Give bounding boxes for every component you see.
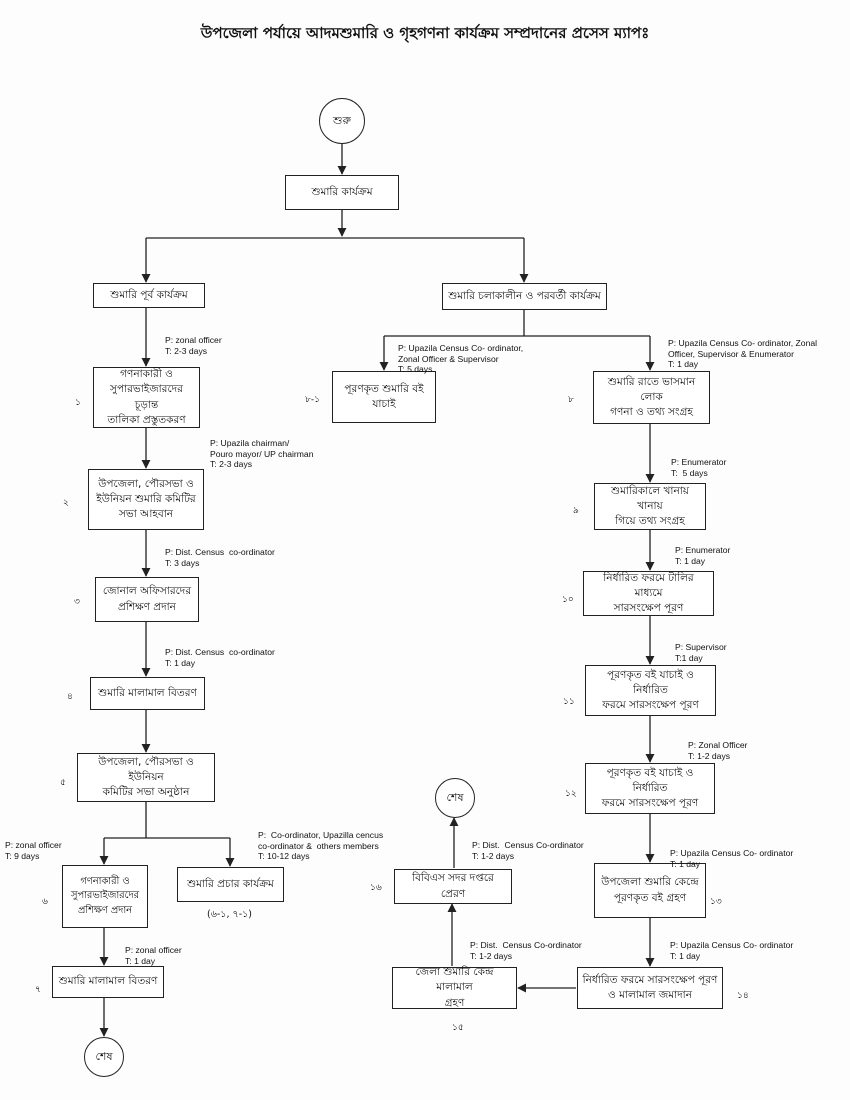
annotation: P: Upazila Census Co- ordinator T: 1 day [670, 848, 794, 869]
annotation: P: Upazila chairman/ Pouro mayor/ UP cha… [210, 438, 314, 470]
during-census-box: শুমারি চলাকালীন ও পরবর্তী কার্যক্রম [442, 283, 607, 310]
page-title: উপজেলা পর্যায়ে আদমশুমারি ও গৃহগণনা কার্… [200, 24, 650, 42]
step-11-box: পূরণকৃত বই যাচাই ও নির্ধারিত ফরমে সারসংক… [585, 665, 716, 716]
step-number: ১৬ [370, 883, 382, 893]
step-number: ৮-১ [305, 395, 320, 405]
step-number: ১৫ [452, 1023, 464, 1033]
step-13-box: উপজেলা শুমারি কেন্দ্রে পূরণকৃত বই গ্রহণ [594, 863, 706, 918]
start-node: শুরু [319, 98, 365, 144]
end-node-right: শেষ [435, 778, 475, 818]
end-node-left: শেষ [84, 1037, 124, 1077]
step-8-1-box: পূরণকৃত শুমারি বই যাচাই [332, 371, 436, 423]
annotation: P: Supervisor T:1 day [675, 642, 727, 663]
step-3-box: জোনাল অফিসারদের প্রশিক্ষণ প্রদান [95, 577, 199, 622]
annotation: P: Enumerator T: 1 day [675, 545, 731, 566]
step-number: ৭ [35, 985, 41, 995]
annotation: P: zonal officer T: 2-3 days [165, 335, 222, 356]
step-10-box: নির্ধারিত ফরমে টালির মাধ্যমে সারসংক্ষেপ … [583, 571, 714, 616]
annotation: P: Dist. Census Co-ordinator T: 1-2 days [470, 940, 582, 961]
annotation: P: Co-ordinator, Upazilla cencus co-ordi… [258, 830, 384, 862]
annotation: P: Zonal Officer T: 1-2 days [688, 740, 748, 761]
annotation: P: Upazila Census Co- ordinator T: 1 day [670, 940, 794, 961]
step-number: ৩ [74, 597, 80, 607]
step-number: ১১ [563, 697, 575, 707]
step-number: ৬ [42, 897, 48, 907]
step-6-1-box: শুমারি প্রচার কার্যক্রম [177, 867, 284, 902]
step-5-box: উপজেলা, পৌরসভা ও ইউনিয়ন কমিটির সভা অনুষ… [77, 753, 215, 802]
annotation: P: zonal officer T: 1 day [125, 945, 182, 966]
annotation: P: Upazila Census Co- ordinator, Zonal O… [398, 343, 524, 375]
step-15-box: জেলা শুমারি কেন্দ্র মালামাল গ্রহণ [392, 966, 517, 1009]
sub-step-note: (৬-১, ৭-১) [207, 909, 252, 920]
step-number: ১০ [562, 595, 574, 605]
step-number: ১৩ [710, 897, 722, 907]
annotation: P: Dist. Census co-ordinator T: 1 day [165, 647, 275, 668]
step-1-box: গণনাকারী ও সুপারভাইজারদের চূড়ান্ত তালিক… [93, 367, 200, 428]
step-number: ১৪ [737, 991, 749, 1001]
step-6-box: গণনাকারী ও সুপারভাইজারদের প্রশিক্ষণ প্রদ… [62, 865, 148, 928]
step-16-box: বিবিএস সদর দপ্তরে প্রেরণ [394, 869, 512, 904]
step-number: ৯ [573, 506, 579, 516]
step-12-box: পূরণকৃত বই যাচাই ও নির্ধারিত ফরমে সারসংক… [585, 763, 715, 814]
annotation: P: zonal officer T: 9 days [5, 840, 62, 861]
step-14-box: নির্ধারিত ফরমে সারসংক্ষেপ পূরণ ও মালামাল… [577, 967, 723, 1009]
step-9-box: শুমারিকালে খানায় খানায় গিয়ে তথ্য সংগ্… [594, 483, 706, 530]
step-number: ৫ [60, 778, 66, 788]
root-box: শুমারি কার্যক্রম [285, 175, 399, 210]
step-2-box: উপজেলা, পৌরসভা ও ইউনিয়ন শুমারি কমিটির স… [88, 469, 204, 530]
step-4-box: শুমারি মালামাল বিতরণ [90, 677, 205, 710]
step-8-box: শুমারি রাতে ভাসমান লোক গণনা ও তথ্য সংগ্র… [593, 371, 710, 424]
annotation: P: Upazila Census Co- ordinator, Zonal O… [668, 338, 818, 370]
step-number: ১২ [565, 789, 577, 799]
annotation: P: Dist. Census co-ordinator T: 3 days [165, 547, 275, 568]
step-number: ৪ [67, 692, 73, 702]
annotation: P: Dist. Census Co-ordinator T: 1-2 days [472, 840, 584, 861]
step-7-box: শুমারি মালামাল বিতরণ [52, 966, 164, 998]
step-number: ২ [63, 498, 69, 508]
pre-census-box: শুমারি পূর্ব কার্যক্রম [93, 283, 205, 308]
step-number: ৮ [568, 395, 574, 405]
annotation: P: Enumerator T: 5 days [671, 457, 727, 478]
step-number: ১ [75, 398, 81, 408]
